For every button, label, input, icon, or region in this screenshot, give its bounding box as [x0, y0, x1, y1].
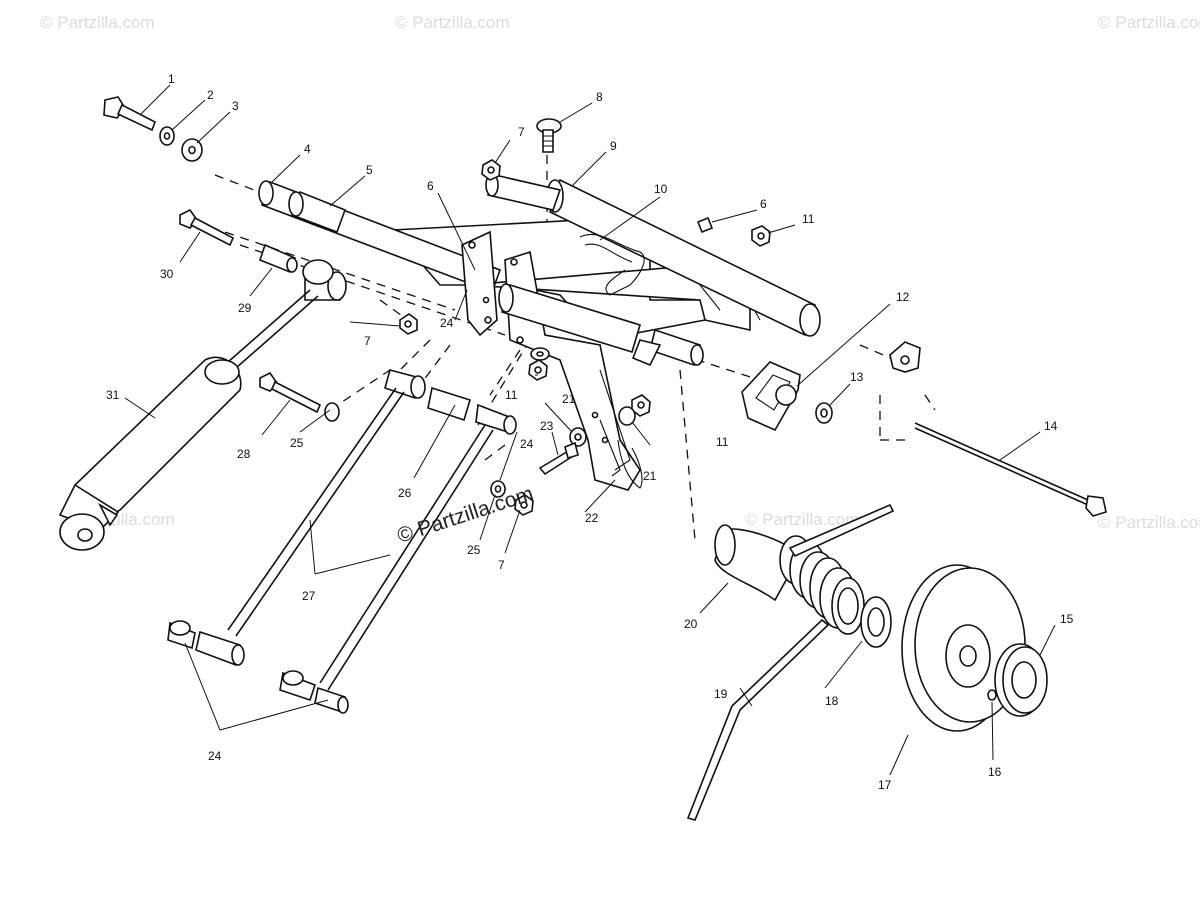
callout-26: 26: [398, 486, 412, 500]
callout-10: 10: [654, 182, 668, 196]
long-bolt: [914, 422, 1107, 517]
assembly-center-lines: [209, 155, 936, 541]
callout-15: 15: [1060, 612, 1074, 626]
shock-absorber: [58, 289, 319, 551]
callout-18: 18: [825, 694, 839, 708]
watermark-top-left: © Partzilla.com: [40, 13, 155, 32]
rear-bracket: [741, 361, 833, 432]
callout-23: 23: [540, 419, 554, 433]
callout-11-center: 11: [505, 388, 518, 402]
callout-labels: 1 2 3 4 5 6 6 7 7 7 8 9 10 11 11 11 12 1…: [106, 72, 1074, 792]
callout-31: 31: [106, 388, 120, 402]
callout-6-right: 6: [760, 197, 767, 211]
callout-8: 8: [596, 90, 603, 104]
callout-11-right: 11: [716, 435, 729, 449]
idler-wheel-assembly: [860, 564, 1048, 732]
watermark-mid-right: © Partzilla.com: [745, 510, 860, 529]
callout-5: 5: [366, 163, 373, 177]
watermark-top-right: © Partzilla.com: [1098, 13, 1200, 32]
left-bracket-plate: [461, 230, 498, 337]
watermark-center: © Partzilla.com: [394, 482, 536, 548]
torsion-spring: [686, 503, 895, 821]
rear-cross-shaft: [485, 173, 821, 337]
callout-27: 27: [302, 589, 316, 603]
callout-14: 14: [1044, 419, 1058, 433]
torque-arm-links: [167, 369, 517, 714]
callout-4: 4: [304, 142, 311, 156]
callout-24-center: 24: [520, 437, 534, 451]
callout-9: 9: [610, 139, 617, 153]
callout-21-right: 21: [643, 469, 657, 483]
spring-clip: [579, 233, 645, 296]
callout-13: 13: [850, 370, 864, 384]
callout-21-left: 21: [562, 392, 576, 406]
callout-20: 20: [684, 617, 698, 631]
callout-12: 12: [896, 290, 910, 304]
callout-6-left: 6: [427, 179, 434, 193]
callout-24-top: 24: [440, 316, 454, 330]
callout-16: 16: [988, 765, 1002, 779]
callout-24-bottom: 24: [208, 749, 222, 763]
left-link-hardware: [259, 313, 418, 422]
watermark-right-edge: © Partzilla.com: [1098, 513, 1200, 532]
callout-7-left: 7: [364, 334, 371, 348]
top-fasteners: [481, 118, 562, 181]
callout-19: 19: [714, 687, 728, 701]
callout-29: 29: [238, 301, 252, 315]
bolt-and-washers: [103, 96, 203, 162]
callout-25-bottom: 25: [467, 543, 481, 557]
callout-leaders: [124, 84, 1056, 776]
callout-22: 22: [585, 511, 599, 525]
callout-11-top: 11: [802, 212, 815, 226]
adjuster-block: [889, 341, 921, 373]
callout-7-bottom: 7: [498, 558, 505, 572]
callout-30: 30: [160, 267, 174, 281]
callout-3: 3: [232, 99, 239, 113]
watermark-top-center: © Partzilla.com: [395, 13, 510, 32]
callout-2: 2: [207, 88, 214, 102]
limiter-strap: [599, 419, 643, 489]
callout-17: 17: [878, 778, 892, 792]
pivot-arm: [498, 250, 704, 491]
callout-1: 1: [168, 72, 175, 86]
shock-mount-hardware: [179, 208, 347, 301]
callout-28: 28: [237, 447, 251, 461]
callout-25-left: 25: [290, 436, 304, 450]
callout-7-top: 7: [518, 125, 525, 139]
